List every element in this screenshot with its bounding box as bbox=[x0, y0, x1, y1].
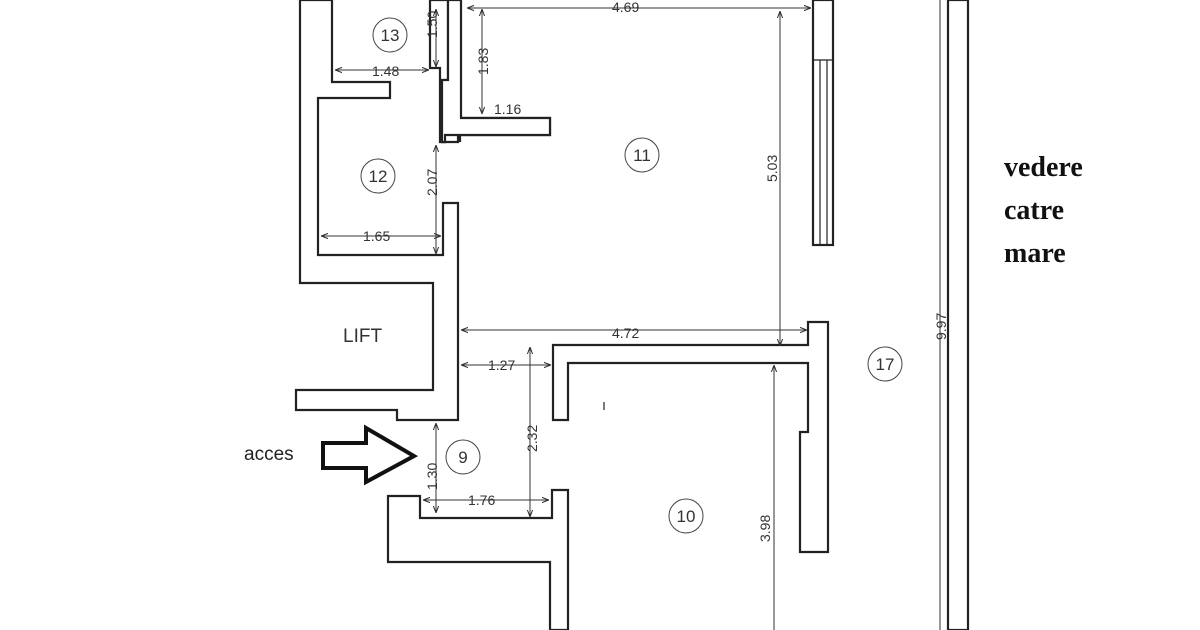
dim-1-30: 1.30 bbox=[424, 463, 440, 490]
room-10: 10 bbox=[677, 507, 696, 526]
wall-exterior-right bbox=[946, 0, 970, 630]
room-9: 9 bbox=[458, 448, 467, 467]
dim-1-48: 1.48 bbox=[372, 63, 399, 79]
dim-2-32: 2.32 bbox=[524, 425, 540, 452]
access-arrow-icon bbox=[321, 424, 419, 486]
access-label: acces bbox=[244, 444, 294, 465]
dim-2-07: 2.07 bbox=[424, 169, 440, 196]
lift-label: LIFT bbox=[343, 326, 382, 347]
dim-1-65: 1.65 bbox=[363, 228, 390, 244]
room-13: 13 bbox=[381, 26, 400, 45]
dim-9-97: 9.97 bbox=[933, 313, 949, 340]
window-room-11 bbox=[811, 0, 835, 247]
dim-1-50: 1.50 bbox=[424, 11, 440, 38]
room-17: 17 bbox=[876, 355, 895, 374]
room-11: 11 bbox=[633, 146, 651, 165]
sea-view-line-3: mare bbox=[1004, 238, 1066, 269]
room-12: 12 bbox=[369, 167, 388, 186]
dim-3-98: 3.98 bbox=[757, 515, 773, 542]
wall-left-outer bbox=[294, 0, 460, 422]
sea-view-line-2: catre bbox=[1004, 195, 1065, 226]
dim-5-03: 5.03 bbox=[764, 155, 780, 182]
dim-1-27: 1.27 bbox=[488, 357, 515, 373]
dim-1-16: 1.16 bbox=[494, 101, 521, 117]
dim-1-76: 1.76 bbox=[468, 492, 495, 508]
wall-room-10-lower bbox=[386, 488, 570, 630]
wall-room-10-upper bbox=[551, 320, 830, 554]
dim-4-72: 4.72 bbox=[612, 325, 639, 341]
sea-view-line-1: vedere bbox=[1004, 152, 1083, 183]
wall-room-11-upper-b bbox=[440, 0, 552, 144]
dim-4-69: 4.69 bbox=[612, 0, 639, 15]
dim-1-83: 1.83 bbox=[475, 48, 491, 75]
sea-view-label: vedere catre mare bbox=[1004, 146, 1083, 275]
